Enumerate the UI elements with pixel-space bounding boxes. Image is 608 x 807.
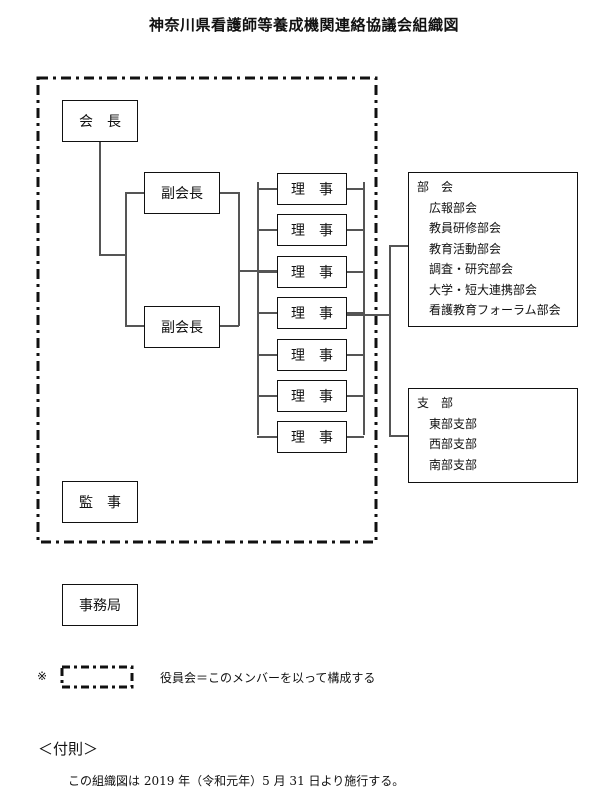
- committee-item: 教育活動部会: [429, 241, 502, 256]
- vice-president-box: 副会長: [144, 172, 220, 214]
- auditor-label: 監 事: [79, 495, 121, 511]
- connector: [346, 314, 390, 316]
- connector: [389, 245, 391, 436]
- connector: [346, 354, 364, 356]
- connector: [99, 141, 101, 255]
- connector: [363, 182, 365, 435]
- connector: [257, 188, 278, 190]
- vice-president-box: 副会長: [144, 306, 220, 348]
- connector: [257, 395, 278, 397]
- president-box: 会 長: [62, 100, 138, 142]
- committee-item: 教員研修部会: [429, 221, 502, 235]
- director-label: 理 事: [291, 306, 333, 322]
- connector: [346, 436, 364, 438]
- connector: [346, 312, 364, 314]
- auditor-box: 監 事: [62, 481, 138, 523]
- committee-item: 調査・研究部会: [429, 262, 514, 276]
- director-label: 理 事: [291, 182, 333, 198]
- connector: [99, 254, 126, 256]
- branches-heading: 支 部: [417, 396, 454, 410]
- legend-mark: ※: [37, 669, 48, 683]
- secretariat-box: 事務局: [62, 584, 138, 626]
- connector: [125, 192, 145, 194]
- connector: [389, 435, 409, 437]
- connector: [346, 188, 364, 190]
- legend-text: 役員会＝このメンバーを以って構成する: [160, 671, 376, 685]
- vice-president-label: 副会長: [161, 186, 203, 202]
- branch-item: 南部支部: [429, 457, 478, 472]
- committees-box: 部 会 広報部会 教員研修部会 教育活動部会 調査・研究部会 大学・短大連携部会…: [408, 172, 578, 327]
- committee-item: 広報部会: [429, 200, 478, 215]
- director-label: 理 事: [291, 223, 333, 239]
- connector: [346, 395, 364, 397]
- branch-item: 西部支部: [429, 437, 478, 451]
- supplementary-text: この組織図は 2019 年（令和元年）5 月 31 日より施行する。: [68, 774, 405, 788]
- branches-box: 支 部 東部支部 西部支部 南部支部: [408, 388, 578, 483]
- secretariat-label: 事務局: [79, 598, 121, 614]
- legend-dashed-box-icon: [60, 665, 134, 689]
- vice-president-label: 副会長: [161, 320, 203, 336]
- director-label: 理 事: [291, 389, 333, 405]
- president-label: 会 長: [79, 114, 121, 130]
- director-box: 理 事: [277, 256, 347, 288]
- director-box: 理 事: [277, 380, 347, 412]
- director-box: 理 事: [277, 339, 347, 371]
- committees-heading: 部 会: [417, 180, 454, 194]
- board-boundary: [36, 76, 378, 544]
- connector: [257, 229, 278, 231]
- connector: [257, 436, 278, 438]
- connector: [346, 229, 364, 231]
- connector: [220, 325, 239, 327]
- director-box: 理 事: [277, 173, 347, 205]
- director-box: 理 事: [277, 421, 347, 453]
- supplementary-heading: ＜付則＞: [38, 740, 99, 758]
- connector: [220, 192, 239, 194]
- director-label: 理 事: [291, 348, 333, 364]
- connector: [257, 182, 259, 435]
- connector: [346, 271, 364, 273]
- director-label: 理 事: [291, 265, 333, 281]
- director-box: 理 事: [277, 214, 347, 246]
- connector: [238, 192, 240, 326]
- committee-item: 大学・短大連携部会: [429, 282, 538, 297]
- page-title: 神奈川県看護師等養成機関連絡協議会組織図: [148, 16, 459, 34]
- connector: [257, 312, 278, 314]
- connector: [125, 192, 127, 325]
- director-label: 理 事: [291, 430, 333, 446]
- committee-item: 看護教育フォーラム部会: [429, 303, 561, 317]
- connector: [257, 271, 278, 273]
- connector: [389, 245, 409, 247]
- connector: [257, 354, 278, 356]
- branch-item: 東部支部: [429, 416, 478, 431]
- connector: [125, 325, 145, 327]
- director-box: 理 事: [277, 297, 347, 329]
